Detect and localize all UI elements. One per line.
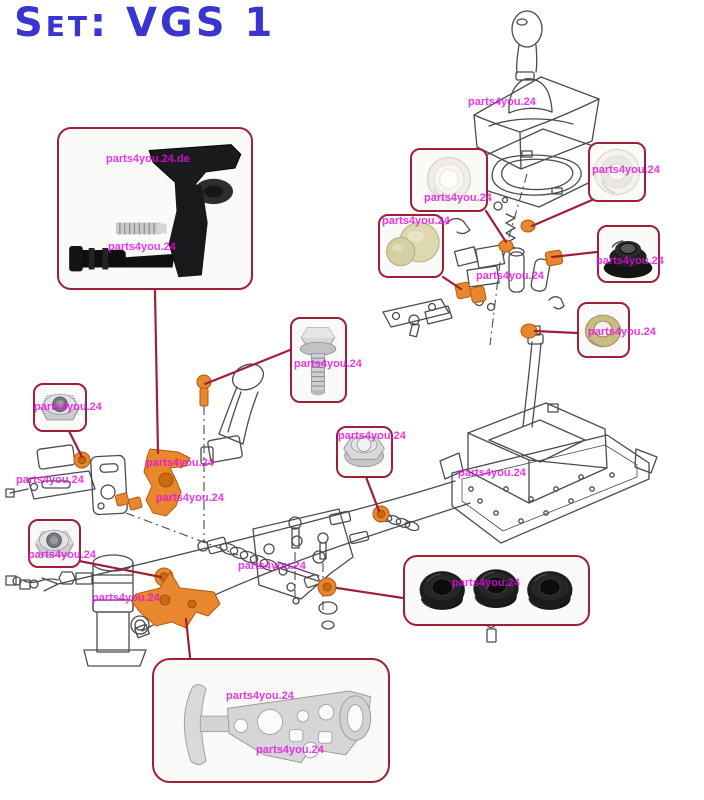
grommet-cone-photo bbox=[603, 240, 653, 279]
hex-nut-photo bbox=[35, 529, 74, 557]
centerline-dash bbox=[502, 173, 528, 259]
ring-beige-photo bbox=[584, 314, 622, 348]
highlighted-parts bbox=[73, 219, 564, 629]
shift-bracket-photo bbox=[69, 144, 242, 278]
bushing-beige-photo bbox=[386, 221, 440, 267]
shift-boot-art bbox=[473, 76, 600, 170]
detent-rail-art bbox=[197, 508, 354, 630]
shifter-housing-art bbox=[467, 402, 608, 504]
bracket-plate-photo bbox=[183, 684, 372, 766]
callout-flange-bolt bbox=[290, 317, 347, 403]
callout-grommet-cone-black bbox=[597, 225, 660, 283]
callout-ring-beige bbox=[577, 302, 630, 358]
page-title: Set: VGS 1 bbox=[14, 0, 276, 46]
callout-grommets-triple bbox=[403, 555, 590, 626]
centerline-dash bbox=[125, 512, 239, 556]
callout-hex-nut-1 bbox=[33, 383, 87, 432]
callout-washer-white bbox=[410, 148, 488, 212]
mechanism-art bbox=[382, 196, 565, 338]
callout-connector-lines bbox=[67, 198, 599, 659]
pivot-cylinder-art bbox=[5, 554, 150, 667]
selector-lever-art bbox=[200, 363, 265, 465]
shift-knob-art bbox=[511, 10, 543, 81]
washer-white-photo bbox=[426, 156, 472, 202]
lever-shaft-art bbox=[522, 325, 544, 428]
callout-flange-nut bbox=[336, 426, 393, 478]
callout-bushing-beige bbox=[378, 214, 444, 278]
callout-shift-bracket bbox=[57, 127, 253, 290]
base-plate-art bbox=[439, 434, 658, 544]
callout-bushing-white bbox=[588, 142, 646, 202]
grommets-triple-photo bbox=[419, 569, 573, 610]
left-bracket-art bbox=[5, 444, 128, 516]
hex-nut-photo bbox=[40, 393, 80, 421]
flange-nut-photo bbox=[343, 435, 385, 468]
callout-hex-nut-2 bbox=[28, 519, 81, 568]
flange-bolt-photo bbox=[299, 326, 337, 396]
callout-bracket-plate bbox=[152, 658, 390, 783]
bushing-white-photo bbox=[594, 149, 640, 195]
